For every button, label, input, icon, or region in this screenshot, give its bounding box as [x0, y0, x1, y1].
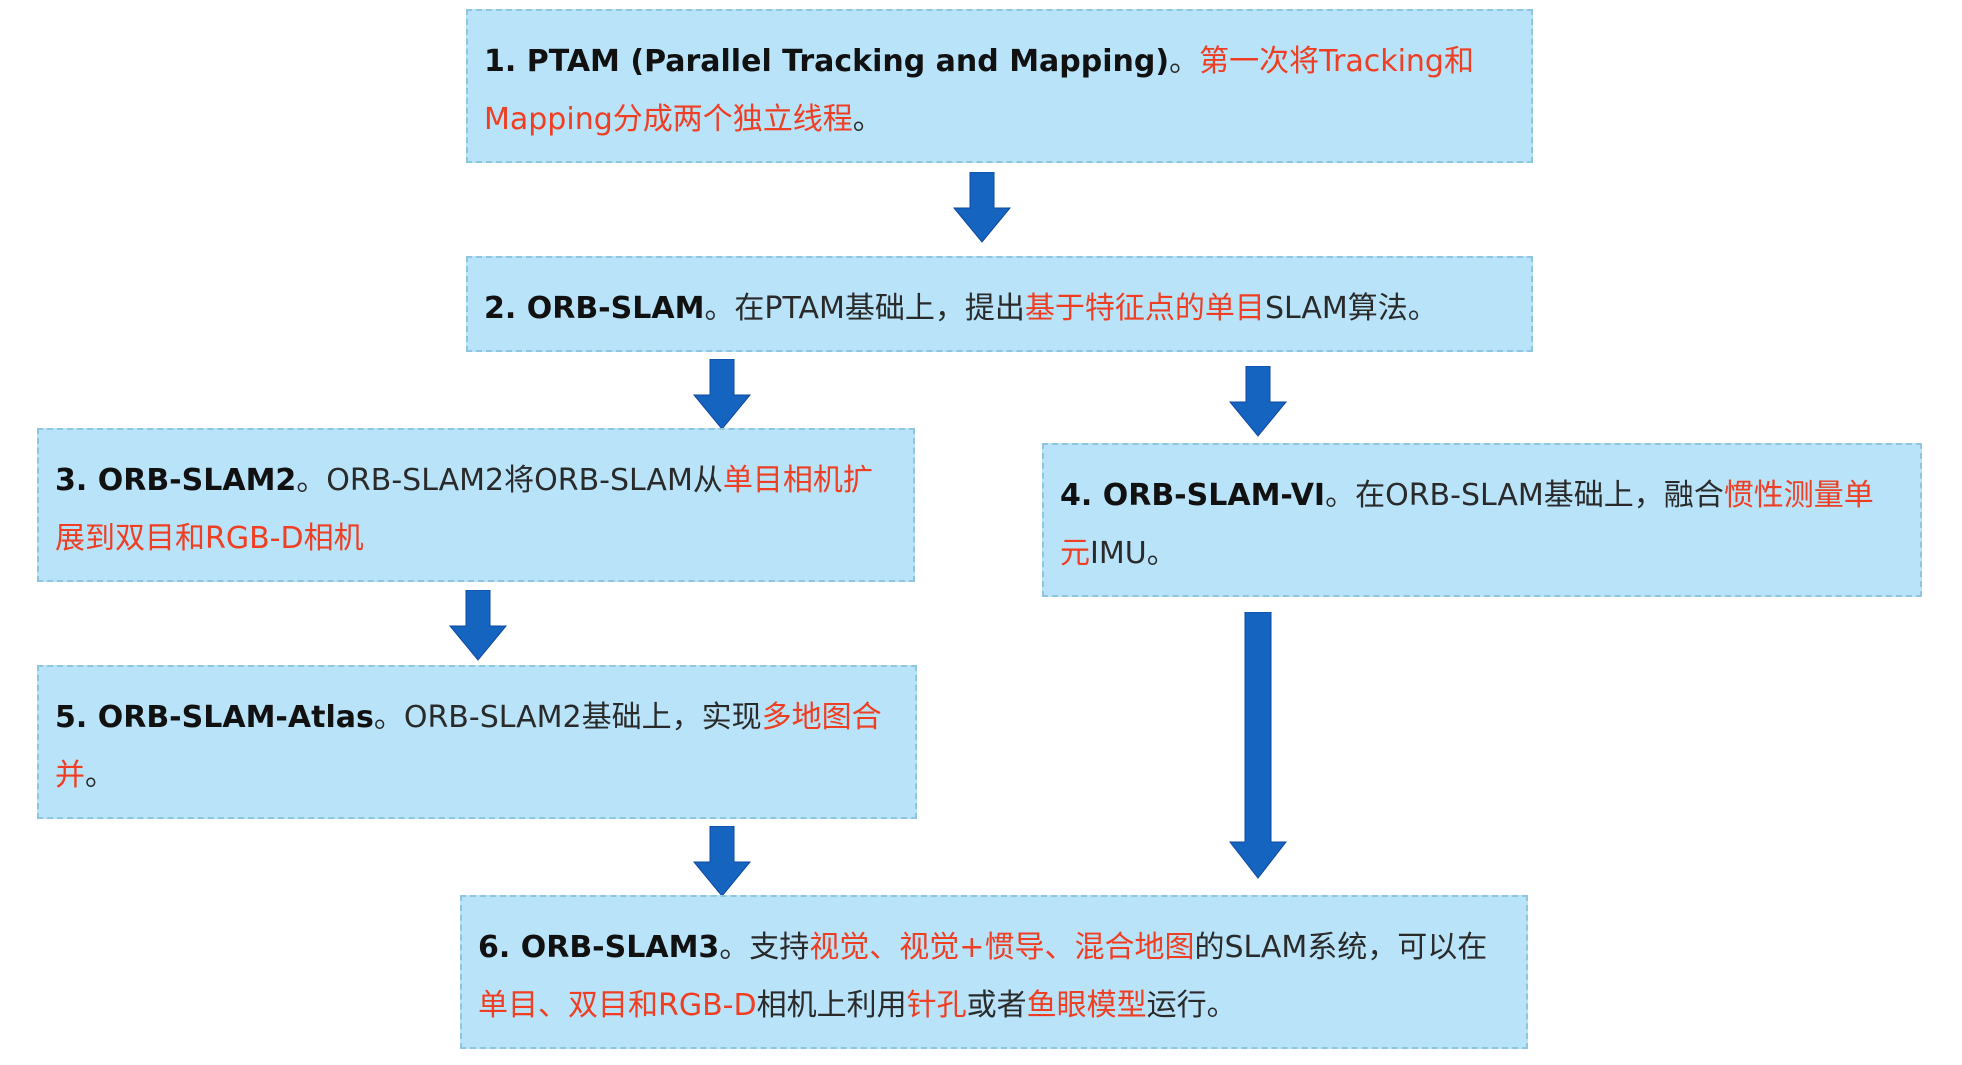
node-orb-slam3-text-2: 的SLAM系统，可以在: [1194, 930, 1488, 965]
arrow-down-icon: [1228, 612, 1288, 879]
node-orb-slam2-highlight: 单目相机扩展到双目和RGB-D相机: [55, 463, 873, 556]
node-orb-slam-atlas-end: 。: [85, 758, 115, 793]
node-orb-slam-atlas-title: 5. ORB-SLAM-Atlas: [55, 700, 374, 735]
node-orb-slam: 2. ORB-SLAM。在PTAM基础上，提出基于特征点的单目SLAM算法。: [466, 256, 1533, 352]
node-orb-slam-text: 。在PTAM基础上，提出: [704, 291, 1025, 326]
node-orb-slam3-text-3: 相机上利用: [756, 988, 907, 1023]
node-ptam-end: 。: [852, 102, 883, 137]
node-ptam-title: 1. PTAM (Parallel Tracking and Mapping): [484, 44, 1170, 79]
arrow-down-4-6: [1228, 612, 1288, 880]
arrow-down-5-6: [692, 826, 752, 898]
node-orb-slam3-title: 6. ORB-SLAM3: [478, 930, 720, 965]
arrow-down-icon: [1228, 366, 1288, 437]
node-orb-slam-highlight: 基于特征点的单目: [1024, 291, 1265, 326]
node-ptam-highlight: 第一次将Tracking和Mapping分成两个独立线程: [484, 44, 1474, 137]
node-orb-slam3-text-5: 运行。: [1146, 988, 1237, 1023]
arrow-down-icon: [448, 590, 508, 661]
node-orb-slam3-text-4: 或者: [966, 988, 1027, 1023]
arrow-down-icon: [952, 172, 1012, 243]
node-orb-slam-vi-highlight: 惯性测量单元: [1060, 478, 1874, 571]
node-ptam: 1. PTAM (Parallel Tracking and Mapping)。…: [466, 9, 1533, 163]
node-orb-slam3-text-1: 。支持: [719, 930, 810, 965]
arrow-down-2-3: [692, 359, 752, 431]
node-orb-slam-atlas: 5. ORB-SLAM-Atlas。ORB-SLAM2基础上，实现多地图合并。: [37, 665, 917, 819]
node-orb-slam-end: SLAM算法。: [1264, 291, 1438, 326]
arrow-down-icon: [692, 359, 752, 430]
node-orb-slam3-highlight-2: 单目、双目和RGB-D: [478, 988, 757, 1023]
node-orb-slam-atlas-text: 。ORB-SLAM2基础上，实现: [373, 700, 762, 735]
node-orb-slam3-highlight-3: 针孔: [906, 988, 967, 1023]
node-orb-slam3-highlight-4: 鱼眼模型: [1026, 988, 1147, 1023]
arrow-down-1-2: [952, 172, 1012, 244]
node-orb-slam-vi-text: 。在ORB-SLAM基础上，融合: [1325, 478, 1724, 513]
node-orb-slam-vi: 4. ORB-SLAM-VI。在ORB-SLAM基础上，融合惯性测量单元IMU。: [1042, 443, 1922, 597]
node-orb-slam-title: 2. ORB-SLAM: [484, 291, 705, 326]
node-orb-slam2: 3. ORB-SLAM2。ORB-SLAM2将ORB-SLAM从单目相机扩展到双…: [37, 428, 915, 582]
node-ptam-punct: 。: [1169, 44, 1200, 79]
arrow-down-2-4: [1228, 366, 1288, 438]
node-orb-slam3-highlight-1: 视觉、视觉+惯导、混合地图: [809, 930, 1195, 965]
arrow-down-icon: [692, 826, 752, 897]
node-orb-slam-vi-title: 4. ORB-SLAM-VI: [1060, 478, 1326, 513]
node-orb-slam2-text: 。ORB-SLAM2将ORB-SLAM从: [296, 463, 723, 498]
node-orb-slam-vi-end: IMU。: [1090, 536, 1177, 571]
node-orb-slam2-title: 3. ORB-SLAM2: [55, 463, 297, 498]
arrow-down-3-5: [448, 590, 508, 662]
node-orb-slam-atlas-highlight: 多地图合并: [55, 700, 882, 793]
node-orb-slam3: 6. ORB-SLAM3。支持视觉、视觉+惯导、混合地图的SLAM系统，可以在单…: [460, 895, 1528, 1049]
